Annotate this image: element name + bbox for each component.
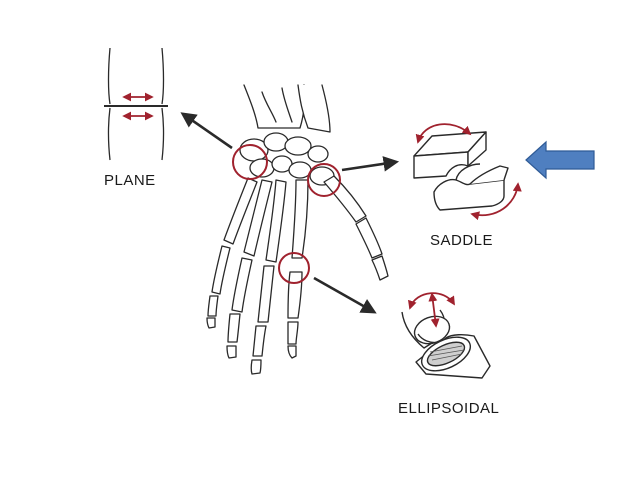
ring-finger-bones — [226, 179, 273, 359]
saddle-joint-marker-icon — [307, 163, 341, 197]
index-finger-bones — [287, 179, 309, 359]
arrow-to-saddle-icon — [341, 156, 400, 172]
saddle-motion-arrow-icon — [470, 182, 522, 221]
thumb-bones — [323, 175, 389, 281]
little-finger-bones — [206, 177, 258, 329]
ellipsoidal-motion-arrow-icon — [428, 292, 440, 328]
hand-skeleton — [206, 84, 389, 375]
plane-joint-illustration — [104, 47, 168, 161]
joint-markers — [232, 144, 341, 284]
blue-left-arrow-icon — [525, 140, 595, 180]
saddle-label: SADDLE — [430, 232, 494, 249]
arrow-to-plane-icon — [180, 112, 233, 150]
ellipsoidal-label: ELLIPSOIDAL — [398, 400, 500, 417]
ellipsoidal-joint-marker-icon — [278, 252, 310, 284]
plane-label: PLANE — [104, 172, 156, 189]
plane-joint-marker-icon — [232, 144, 268, 180]
middle-finger-bones — [250, 179, 287, 375]
saddle-joint-illustration — [413, 123, 522, 221]
carpal-bones — [239, 132, 335, 186]
connector-arrows — [180, 112, 400, 314]
arrow-to-ellipsoidal-icon — [313, 276, 377, 314]
forearm-bone-radius — [243, 84, 306, 129]
ellipsoidal-joint-illustration — [401, 292, 491, 379]
saddle-motion-arrow-icon — [415, 123, 472, 144]
forearm-bone-ulna — [297, 84, 331, 133]
